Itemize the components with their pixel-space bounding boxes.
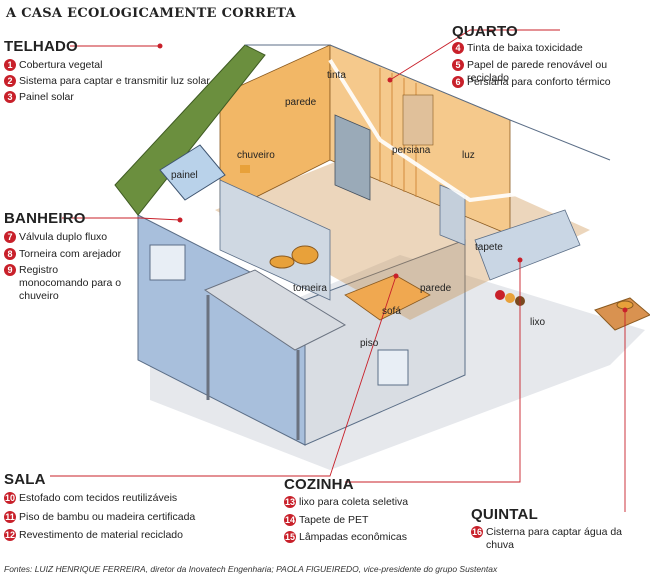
section-sala-title: SALA: [4, 471, 46, 488]
section-quintal-title: QUINTAL: [471, 506, 538, 523]
solar-panel: [159, 144, 226, 201]
number-badge: 11: [4, 511, 16, 523]
wardrobe: [334, 114, 371, 201]
window: [149, 244, 186, 281]
source-note: Fontes: LUIZ HENRIQUE FERREIRA, diretor …: [4, 564, 498, 574]
number-badge: 4: [452, 42, 464, 54]
label-luz: luz: [462, 150, 475, 161]
kitchen-counter: [474, 209, 581, 281]
front-right-wall: [304, 239, 466, 446]
label-piso: piso: [360, 338, 379, 349]
section-quarto-title: QUARTO: [452, 23, 518, 40]
number-badge: 10: [4, 492, 16, 504]
number-badge: 14: [284, 514, 296, 526]
label-tinta: tinta: [327, 70, 346, 81]
light-tube: [328, 58, 591, 203]
sink: [269, 255, 295, 269]
number-badge: 3: [4, 91, 16, 103]
trash-bin: [505, 293, 515, 303]
pergola: [203, 269, 347, 351]
blinds: [402, 94, 434, 146]
window: [377, 349, 409, 386]
leader-lines: [50, 29, 626, 512]
number-badge: 1: [4, 59, 16, 71]
number-badge: 7: [4, 231, 16, 243]
number-badge: 8: [4, 248, 16, 260]
bathroom-wall: [219, 179, 331, 301]
green-roof: [114, 44, 266, 216]
label-sofa: sofá: [382, 306, 401, 317]
label-parede: parede: [285, 97, 317, 108]
leader-dots: [157, 43, 628, 313]
roof-edge: [245, 44, 611, 161]
page-title: A CASA ECOLOGICAMENTE CORRETA: [6, 6, 296, 21]
number-badge: 15: [284, 531, 296, 543]
number-badge: 2: [4, 75, 16, 87]
section-cozinha-title: COZINHA: [284, 476, 354, 493]
number-badge: 9: [4, 264, 16, 276]
number-badge: 6: [452, 76, 464, 88]
toilet: [291, 245, 319, 265]
shower: [240, 165, 250, 173]
sofa: [344, 274, 431, 321]
label-torneira: torneira: [293, 283, 327, 294]
number-badge: 16: [471, 526, 483, 538]
number-badge: 12: [4, 529, 16, 541]
label-lixo: lixo: [530, 317, 546, 328]
trash-bin: [495, 290, 505, 300]
section-banheiro-title: BANHEIRO: [4, 210, 86, 227]
label-persiana: persiana: [392, 145, 431, 156]
number-badge: 13: [284, 496, 296, 508]
number-badge: 5: [452, 59, 464, 71]
label-tapete: tapete: [475, 242, 503, 253]
section-telhado-title: TELHADO: [4, 38, 78, 55]
label-chuveiro: chuveiro: [237, 150, 275, 161]
label-painel: painel: [171, 170, 198, 181]
cistern: [594, 297, 650, 331]
label-parede2: parede: [420, 283, 452, 294]
